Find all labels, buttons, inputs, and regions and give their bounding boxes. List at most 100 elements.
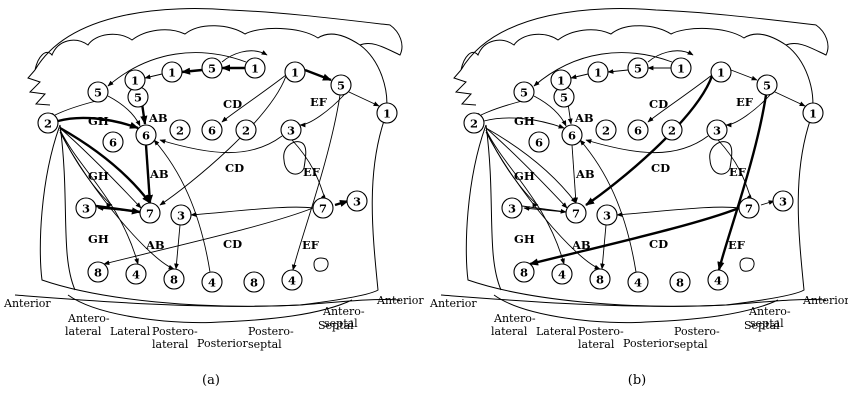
region-label: GH (88, 114, 109, 128)
connection-arrow (153, 139, 211, 273)
node-circle (561, 124, 583, 146)
side-label: lateral (65, 325, 102, 338)
node-label: 4 (634, 276, 642, 290)
node-label: 2 (44, 117, 52, 131)
node-circle (75, 197, 97, 219)
outline-contour (739, 257, 755, 272)
segment-node: 7 (312, 197, 334, 219)
side-label: lateral (491, 325, 528, 338)
segment-node: 5 (330, 74, 352, 96)
segment-node: 7 (139, 202, 161, 224)
side-label: Postero- (674, 325, 720, 338)
segment-node: 6 (135, 124, 157, 146)
node-circle (244, 57, 266, 79)
segment-node: 4 (707, 269, 729, 291)
node-circle (710, 61, 732, 83)
node-circle (738, 197, 760, 219)
node-label: 8 (520, 266, 528, 280)
node-circle (170, 204, 192, 226)
node-circle (669, 271, 691, 293)
side-label: Septal (318, 319, 354, 332)
node-label: 2 (470, 117, 478, 131)
segment-node: 3 (501, 197, 523, 219)
node-circle (201, 57, 223, 79)
side-label: Septal (744, 319, 780, 332)
node-label: 5 (94, 86, 102, 100)
node-label: 8 (596, 273, 604, 287)
side-label: Postero- (248, 325, 294, 338)
connection-arrow (291, 94, 341, 271)
node-circle (376, 102, 398, 124)
connection-arrow (616, 206, 740, 217)
node-label: 2 (176, 124, 184, 138)
segment-node: 8 (243, 271, 265, 293)
node-label: 8 (94, 266, 102, 280)
node-circle (124, 69, 146, 91)
node-label: 7 (572, 207, 580, 221)
side-label: Lateral (536, 325, 577, 338)
node-circle (551, 263, 573, 285)
connection-arrow (600, 224, 607, 270)
connection-arrow (144, 73, 163, 80)
connection-arrow (579, 139, 637, 273)
connection-arrow (144, 144, 154, 204)
segment-node: 1 (670, 57, 692, 79)
node-circle (235, 119, 257, 141)
connection-arrow (174, 224, 181, 270)
segment-node: 1 (376, 102, 398, 124)
connection-arrow (730, 69, 758, 81)
region-label: EF (303, 165, 321, 179)
node-label: 3 (287, 124, 295, 138)
node-label: 6 (535, 136, 543, 150)
node-label: 5 (208, 62, 216, 76)
connection-arrow (533, 52, 673, 87)
side-label: Posterior (197, 337, 249, 350)
node-circle (707, 269, 729, 291)
connection-arrow (159, 75, 287, 206)
side-label: septal (674, 338, 708, 351)
outline-contour (34, 8, 403, 71)
connection-arrow (107, 52, 247, 87)
connection-arrow (334, 199, 349, 207)
node-circle (284, 61, 306, 83)
segment-node: 3 (772, 190, 794, 212)
node-label: 7 (146, 207, 154, 221)
region-label: GH (514, 114, 535, 128)
region-label: EF (310, 95, 328, 109)
segment-node: 3 (706, 119, 728, 141)
connection-arrow (533, 95, 567, 127)
region-label: AB (145, 238, 165, 252)
connection-arrow (774, 91, 806, 107)
node-label: 7 (319, 202, 327, 216)
segment-node: 4 (627, 271, 649, 293)
connection-arrow (159, 135, 283, 154)
node-label: 3 (603, 209, 611, 223)
region-label: CD (649, 237, 668, 251)
side-label: Anterior (3, 297, 51, 310)
node-label: 1 (717, 66, 725, 80)
node-circle (139, 202, 161, 224)
segment-node: 5 (513, 81, 535, 103)
segment-node: 2 (37, 112, 59, 134)
region-label: CD (225, 161, 244, 175)
outline-contour (59, 124, 76, 291)
node-label: 1 (677, 62, 685, 76)
side-label: Antero- (748, 305, 791, 318)
segment-node: 1 (802, 102, 824, 124)
node-label: 5 (134, 91, 142, 105)
node-label: 6 (208, 124, 216, 138)
segment-node: 8 (87, 261, 109, 283)
node-circle (706, 119, 728, 141)
region-label: EF (736, 95, 754, 109)
outline-contour (283, 141, 307, 175)
heart-outline (14, 8, 403, 324)
segment-node: 6 (561, 124, 583, 146)
segment-node: 4 (281, 269, 303, 291)
outline-contour (313, 257, 329, 272)
segment-node: 4 (201, 271, 223, 293)
region-label: GH (514, 232, 535, 246)
region-label: AB (574, 111, 594, 125)
